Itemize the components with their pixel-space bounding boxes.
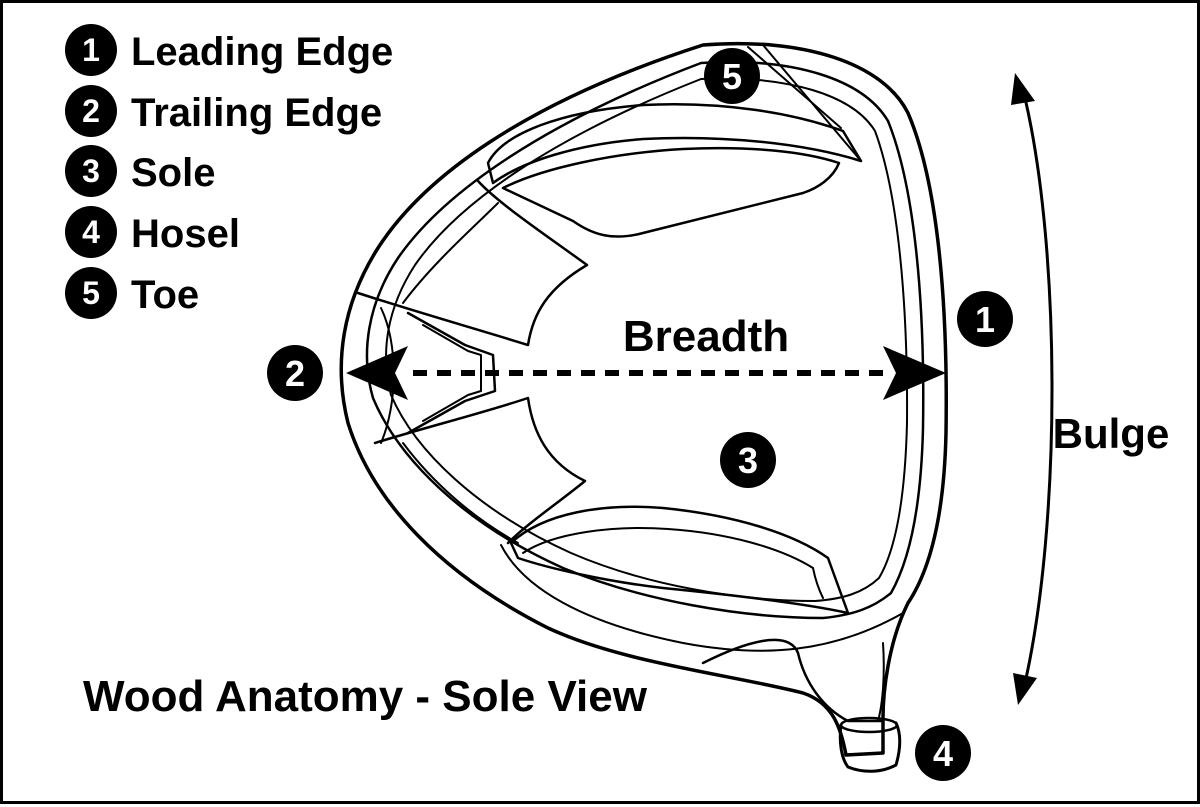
legend-label-leading-edge: Leading Edge bbox=[131, 30, 393, 74]
legend-item-5: 5 Toe bbox=[65, 267, 199, 319]
legend-number-5: 5 bbox=[82, 275, 100, 311]
legend-number-4: 4 bbox=[82, 214, 100, 250]
legend-number-1: 1 bbox=[82, 32, 100, 68]
toe-panel bbox=[486, 102, 863, 185]
breadth-arrow-right bbox=[883, 346, 946, 400]
breadth-indicator: Breadth bbox=[346, 312, 946, 400]
breadth-arrow-left bbox=[346, 346, 408, 400]
diagram-caption: Wood Anatomy - Sole View bbox=[83, 672, 648, 721]
legend-item-4: 4 Hosel bbox=[65, 206, 240, 258]
legend-label-trailing-edge: Trailing Edge bbox=[131, 91, 382, 135]
callout-number-2: 2 bbox=[285, 353, 305, 394]
toe-panel-inner bbox=[501, 146, 841, 238]
club-head bbox=[339, 41, 948, 773]
callout-toe: 5 bbox=[704, 48, 760, 104]
callout-trailing-edge: 2 bbox=[267, 345, 323, 401]
breadth-label: Breadth bbox=[623, 312, 789, 361]
weight-port-inner bbox=[422, 324, 482, 422]
legend-label-hosel: Hosel bbox=[131, 212, 240, 256]
hosel-neck bbox=[701, 638, 885, 723]
legend: 1 Leading Edge 2 Trailing Edge 3 Sole 4 … bbox=[65, 24, 393, 319]
legend-label-sole: Sole bbox=[131, 151, 215, 195]
lower-wing-line bbox=[402, 442, 519, 544]
bulge-arrow-bottom bbox=[1013, 673, 1037, 705]
legend-number-3: 3 bbox=[82, 153, 100, 189]
callout-number-3: 3 bbox=[738, 440, 758, 481]
callout-hosel: 4 bbox=[915, 725, 971, 781]
legend-item-2: 2 Trailing Edge bbox=[65, 85, 382, 137]
legend-label-toe: Toe bbox=[131, 273, 199, 317]
wood-anatomy-diagram: 1 Leading Edge 2 Trailing Edge 3 Sole 4 … bbox=[65, 24, 1169, 781]
callout-number-4: 4 bbox=[933, 733, 953, 774]
hosel-tube bbox=[838, 721, 902, 773]
toe-ridge-2 bbox=[747, 46, 842, 129]
club-head-outline bbox=[339, 41, 948, 757]
hosel-neck-line bbox=[877, 642, 885, 722]
legend-number-2: 2 bbox=[82, 93, 100, 129]
club-head-inner-outline bbox=[365, 60, 925, 620]
upper-wing-line bbox=[402, 202, 499, 304]
heel-panel bbox=[509, 505, 850, 615]
callout-leading-edge: 1 bbox=[957, 291, 1013, 347]
legend-item-1: 1 Leading Edge bbox=[65, 24, 393, 76]
bulge-indicator: Bulge bbox=[1011, 73, 1169, 705]
hosel-tip bbox=[839, 716, 899, 734]
callout-number-5: 5 bbox=[722, 56, 742, 97]
bulge-label: Bulge bbox=[1053, 410, 1170, 457]
heel-panel-inner bbox=[522, 527, 824, 599]
bulge-arrow-top bbox=[1011, 73, 1035, 105]
callout-number-1: 1 bbox=[975, 299, 995, 340]
bulge-arc bbox=[1023, 97, 1054, 684]
heel-panel-edge bbox=[500, 544, 904, 652]
upper-wing bbox=[356, 179, 589, 347]
lower-wing bbox=[373, 396, 587, 545]
legend-item-3: 3 Sole bbox=[65, 145, 215, 197]
callout-sole: 3 bbox=[720, 432, 776, 488]
